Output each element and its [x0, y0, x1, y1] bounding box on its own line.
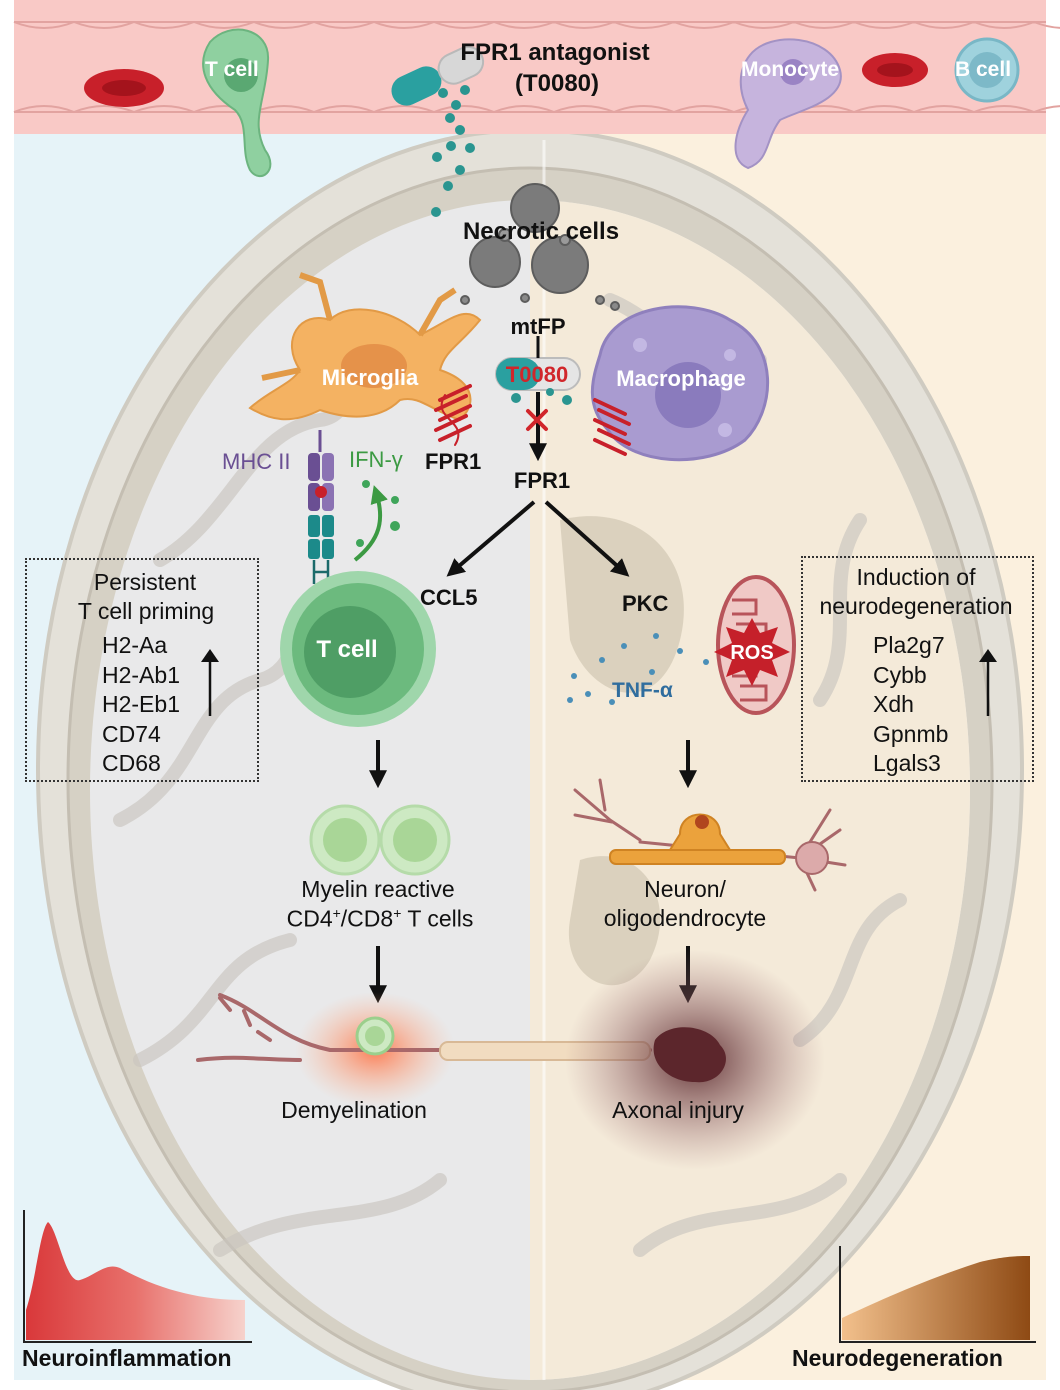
red-blood-cell — [862, 53, 928, 87]
cd4-sup: + — [332, 905, 341, 921]
neuron-line2: oligodendrocyte — [603, 905, 767, 931]
left-box-gene-list: H2-Aa H2-Ab1 H2-Eb1 CD74 CD68 — [102, 631, 180, 779]
fpr1-receptor-left — [434, 384, 472, 446]
vessel-monocyte — [734, 38, 842, 170]
neuroinflammation-label: Neuroinflammation — [22, 1345, 232, 1371]
macrophage-label: Macrophage — [616, 366, 746, 391]
gene-item: CD68 — [102, 750, 161, 776]
ifng-label: IFN-γ — [349, 447, 403, 472]
arrow-fpr1-pkc — [544, 500, 630, 577]
microglia-label: Microglia — [321, 365, 419, 390]
arrow-fpr1-ccl5 — [446, 500, 536, 577]
gene-item: CD74 — [102, 720, 161, 747]
t-cell-label: T cell — [316, 636, 378, 663]
axonal-injury-core — [653, 1027, 726, 1083]
neuron-line1: Neuron/ — [644, 876, 726, 902]
fpr1-center-label: FPR1 — [513, 468, 571, 493]
right-box-title-1: Induction of — [856, 564, 976, 590]
cd4-text: CD4 — [286, 905, 333, 932]
ifng-arrow — [353, 485, 388, 562]
gene-item: Lgals3 — [873, 750, 941, 776]
vessel-t-cell-label: T cell — [205, 58, 259, 81]
inhibition-x — [526, 409, 548, 431]
neuron-soma — [795, 841, 829, 875]
myelin-reactive-t-cells — [309, 804, 451, 876]
tnfa-dots — [567, 633, 709, 705]
fpr1-receptor-label: FPR1 — [425, 449, 482, 474]
myelin-reactive-line1: Myelin reactive — [301, 876, 455, 902]
necrotic-cells — [460, 183, 620, 311]
pill-particles — [511, 388, 572, 405]
gene-item: Xdh — [873, 691, 914, 717]
mhc2-tcr-complex — [308, 430, 334, 584]
gene-item: Pla2g7 — [873, 632, 945, 658]
induction-of-neurodegeneration-box — [801, 556, 1034, 782]
red-blood-cell — [84, 69, 164, 107]
gene-item: H2-Ab1 — [102, 661, 180, 688]
axonal-injury-label: Axonal injury — [612, 1097, 744, 1123]
up-arrow-left — [201, 649, 219, 716]
microglia-cell — [248, 272, 482, 422]
left-box-title-2: T cell priming — [77, 598, 215, 624]
left-box-title-1: Persistent — [93, 569, 197, 595]
t0080-label: T0080 — [505, 362, 569, 387]
vessel-t-cell — [202, 28, 272, 177]
fpr1-receptor-right — [593, 398, 631, 456]
oligodendrocyte-body — [668, 813, 732, 851]
demyelination-label: Demyelination — [281, 1097, 427, 1123]
drug-particles — [431, 85, 475, 217]
gene-item: Gpnmb — [873, 720, 949, 747]
gene-item: H2-Aa — [102, 632, 168, 658]
neurodegeneration-graph — [839, 1246, 1036, 1343]
vessel-monocyte-label: Monocyte — [741, 58, 840, 81]
t-cells-text: T cells — [401, 905, 474, 932]
drug-label-line2: (T0080) — [514, 70, 600, 97]
mhc2-label: MHC II — [222, 449, 291, 474]
t-cell-small — [355, 1016, 395, 1056]
cd8-sup: + — [393, 905, 402, 921]
myelin-reactive-line2: CD4+/CD8+ T cells — [287, 905, 474, 932]
neurodegeneration-label: Neurodegeneration — [792, 1345, 1003, 1371]
drug-label-line1: FPR1 antagonist — [460, 39, 650, 66]
up-arrow-right — [979, 649, 997, 716]
gene-item: H2-Eb1 — [102, 691, 180, 717]
vessel-wall-pattern — [13, 20, 1060, 114]
tnfa-label: TNF-α — [612, 679, 673, 702]
pkc-label: PKC — [622, 591, 669, 616]
brain-white-matter — [560, 516, 684, 986]
t-cell-large — [280, 571, 436, 727]
ccl5-label: CCL5 — [420, 585, 478, 610]
persistent-t-cell-priming-box — [25, 558, 259, 782]
vessel-b-cell-label: B cell — [955, 58, 1012, 81]
right-box-gene-list: Pla2g7 Cybb Xdh Gpnmb Lgals3 — [873, 631, 948, 779]
mtfp-label: mtFP — [510, 314, 566, 339]
neuroinflammation-graph — [23, 1210, 252, 1343]
vessel-b-cell — [954, 37, 1020, 103]
myelin-sheath — [609, 849, 786, 865]
oligodendrocyte-nucleus — [695, 815, 709, 829]
necrotic-cells-label: Necrotic cells — [462, 218, 620, 245]
demyelinated-axon — [196, 993, 652, 1062]
ros-label: ROS — [730, 642, 774, 664]
ros-burst — [714, 618, 790, 686]
macrophage-cell — [590, 305, 770, 462]
cd8-text: /CD8 — [340, 905, 394, 932]
gene-item: Cybb — [873, 661, 927, 688]
t0080-capsule — [391, 45, 485, 106]
right-box-title-2: neurodegeneration — [819, 593, 1013, 619]
